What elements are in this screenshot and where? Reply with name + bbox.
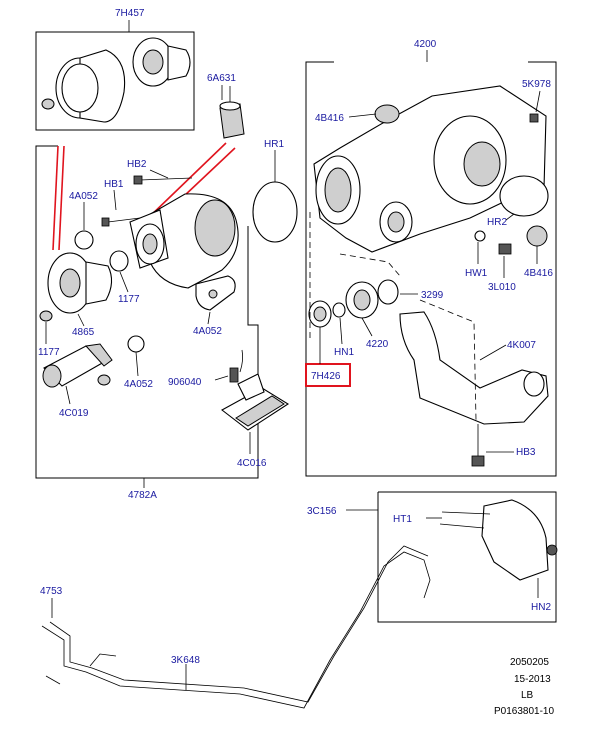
bracket-box-4782a <box>35 145 259 479</box>
reference-line-3: LB <box>521 690 534 701</box>
label-7h426: 7H426 <box>311 371 341 382</box>
plug-3l010-part <box>498 243 512 255</box>
flange-sleeve-part <box>41 49 126 123</box>
label-3k648: 3K648 <box>171 655 200 666</box>
reference-line-2: 15-2013 <box>514 674 551 685</box>
bolt-hb1-part <box>101 217 141 227</box>
part-labels: 7H457 6A631 HR1 HB2 HB1 4A052 1177 4865 … <box>38 8 553 666</box>
label-5k978: 5K978 <box>522 79 551 90</box>
differential-housing-part <box>313 85 547 253</box>
label-4782a: 4782A <box>128 490 157 501</box>
bracket-3c156-part <box>481 499 549 581</box>
label-hn2: HN2 <box>531 602 551 613</box>
label-906040: 906040 <box>168 377 202 388</box>
label-3l010: 3L010 <box>488 282 516 293</box>
reference-line-1: 2050205 <box>510 657 549 668</box>
washer-1177-part <box>39 310 53 322</box>
seal-4b416-right-part <box>526 225 548 247</box>
bracket-box-3c156 <box>377 491 557 623</box>
bolt-hb3-part <box>471 424 485 467</box>
bolt-5k978-part <box>529 113 539 123</box>
label-4753: 4753 <box>40 586 63 597</box>
label-1177-mid: 1177 <box>118 294 140 305</box>
label-hw1: HW1 <box>465 268 488 279</box>
label-hb3: HB3 <box>516 447 536 458</box>
label-ht1: HT1 <box>393 514 412 525</box>
label-3299: 3299 <box>421 290 444 301</box>
oring-4a052-bottom-part <box>127 335 145 353</box>
pipe-3k648-part <box>41 545 431 709</box>
oring-hr1-part <box>252 181 298 243</box>
label-4a052-bottom: 4A052 <box>124 379 153 390</box>
filter-element-part <box>219 86 245 139</box>
oring-1177-mid-part <box>109 250 129 272</box>
left-assembly-group <box>35 20 290 488</box>
highlight-leader-right-2 <box>143 142 227 223</box>
bolt-hb2-part <box>133 175 193 185</box>
label-3c156: 3C156 <box>307 506 337 517</box>
label-hb1: HB1 <box>104 179 124 190</box>
label-hr1: HR1 <box>264 139 284 150</box>
label-4c019: 4C019 <box>59 408 89 419</box>
label-4b416-right: 4B416 <box>524 268 553 279</box>
pump-motor-4c019-part <box>42 343 113 388</box>
inset-box-7h457 <box>35 31 195 131</box>
label-4a052-gasket: 4A052 <box>193 326 222 337</box>
coupling-housing-part <box>129 193 239 289</box>
leader-lines <box>45 85 541 618</box>
highlight-box-7h426 <box>305 363 351 387</box>
label-4c016: 4C016 <box>237 458 267 469</box>
bearing-3299-part <box>377 279 399 305</box>
control-module-4c016-part <box>220 373 290 431</box>
mount-bracket-4k007-part <box>399 311 549 425</box>
label-1177-left: 1177 <box>38 347 60 358</box>
label-4a052-top: 4A052 <box>69 191 98 202</box>
bracket-box-4200 <box>305 61 557 477</box>
label-hr2: HR2 <box>487 217 507 228</box>
label-hn1: HN1 <box>334 347 354 358</box>
highlight-leader-left-1 <box>52 145 59 251</box>
label-4k007: 4K007 <box>507 340 536 351</box>
label-7h457: 7H457 <box>115 8 145 19</box>
reference-block: 2050205 15-2013 LB P0163801-10 <box>494 657 554 717</box>
ring-hr2-part <box>499 175 549 217</box>
bracket-3c156-group <box>346 491 558 623</box>
seal-4b416-top-part <box>374 104 400 124</box>
flange-4865-part <box>47 252 113 314</box>
washer-hw1-part <box>474 230 486 242</box>
nut-hn1-part <box>332 302 346 318</box>
flange-yoke-part <box>132 37 191 87</box>
label-6a631: 6A631 <box>207 73 236 84</box>
oring-4a052-top-part <box>74 230 94 250</box>
label-4b416-top: 4B416 <box>315 113 344 124</box>
reference-line-4: P0163801-10 <box>494 706 554 717</box>
label-4220: 4220 <box>366 339 389 350</box>
label-4865: 4865 <box>72 327 95 338</box>
label-hb2: HB2 <box>127 159 147 170</box>
highlight-leader-left-2 <box>58 145 65 251</box>
label-4200: 4200 <box>414 39 437 50</box>
right-assembly-group <box>305 50 557 477</box>
sensor-906040-part <box>229 349 244 383</box>
